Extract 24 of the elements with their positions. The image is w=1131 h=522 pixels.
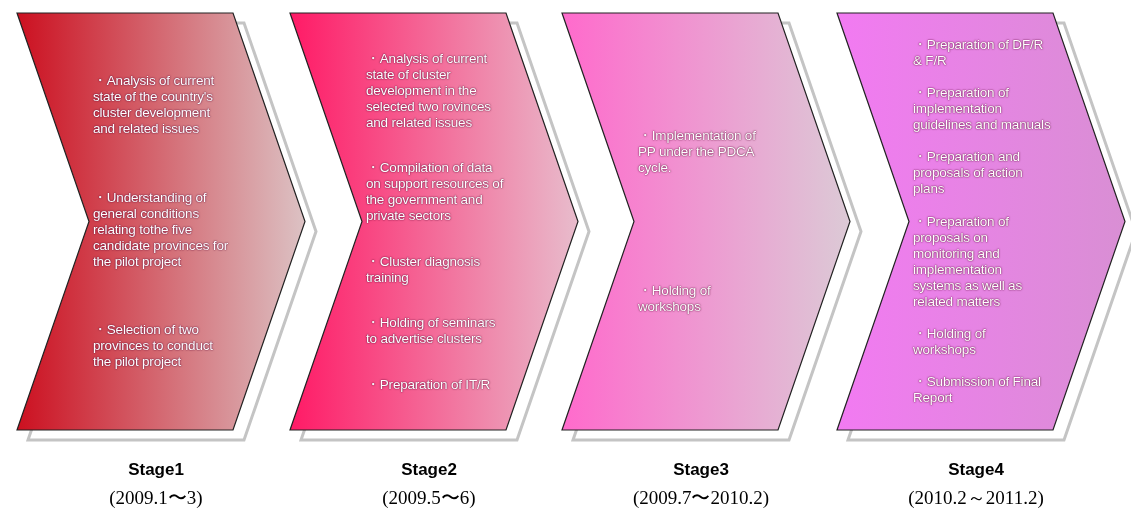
bullet-text: ・Holding of seminars to advertise clusters <box>366 315 497 347</box>
bullet-text: ・Preparation of DF/R & F/R <box>913 37 1045 70</box>
bullet-text: ・Holding of workshops <box>913 325 987 358</box>
bullet-text: ・Holding of workshops <box>638 283 712 315</box>
date-range: (2009.1〜3) <box>108 486 204 510</box>
bullet-text: ・Preparation and proposals of action plans <box>913 149 1024 198</box>
stage-title: Stage3 <box>672 460 730 480</box>
date-range: (2010.2～2011.2) <box>907 486 1045 510</box>
bullet-text: ・Implementation of PP under the PDCA cycle. <box>638 128 757 176</box>
stage-title: Stage1 <box>127 460 185 480</box>
bullet-text: ・Analysis of current state of the country's cluster development and related issues <box>93 73 216 138</box>
date-range: (2009.5〜6) <box>381 486 477 510</box>
stage-title: Stage2 <box>400 460 458 480</box>
bullet-text: ・Preparation of IT/R <box>366 376 492 393</box>
bullet-text: ・Selection of two provinces to conduct the pilot project <box>93 321 214 370</box>
bullet-text: ・Submission of Final Report <box>913 373 1042 406</box>
bullet-text: ・Analysis of current state of cluster development in the selected two rovinces and related issues <box>366 50 492 131</box>
bullet-text: ・Preparation of proposals on monitoring and implementation systems as well as related matters <box>913 213 1023 310</box>
bullet-text: ・Understanding of general conditions relating tothe five candidate provinces for the pilot project <box>93 189 229 270</box>
date-range: (2009.7〜2010.2) <box>631 486 771 510</box>
bullet-text: ・Preparation of implementation guidelines and manuals <box>913 85 1051 134</box>
bullet-text: ・Compilation of data on support resources of the government and private sectors <box>366 160 504 224</box>
bullet-text: ・Cluster diagnosis training <box>366 253 481 286</box>
stage-title: Stage4 <box>947 460 1005 480</box>
